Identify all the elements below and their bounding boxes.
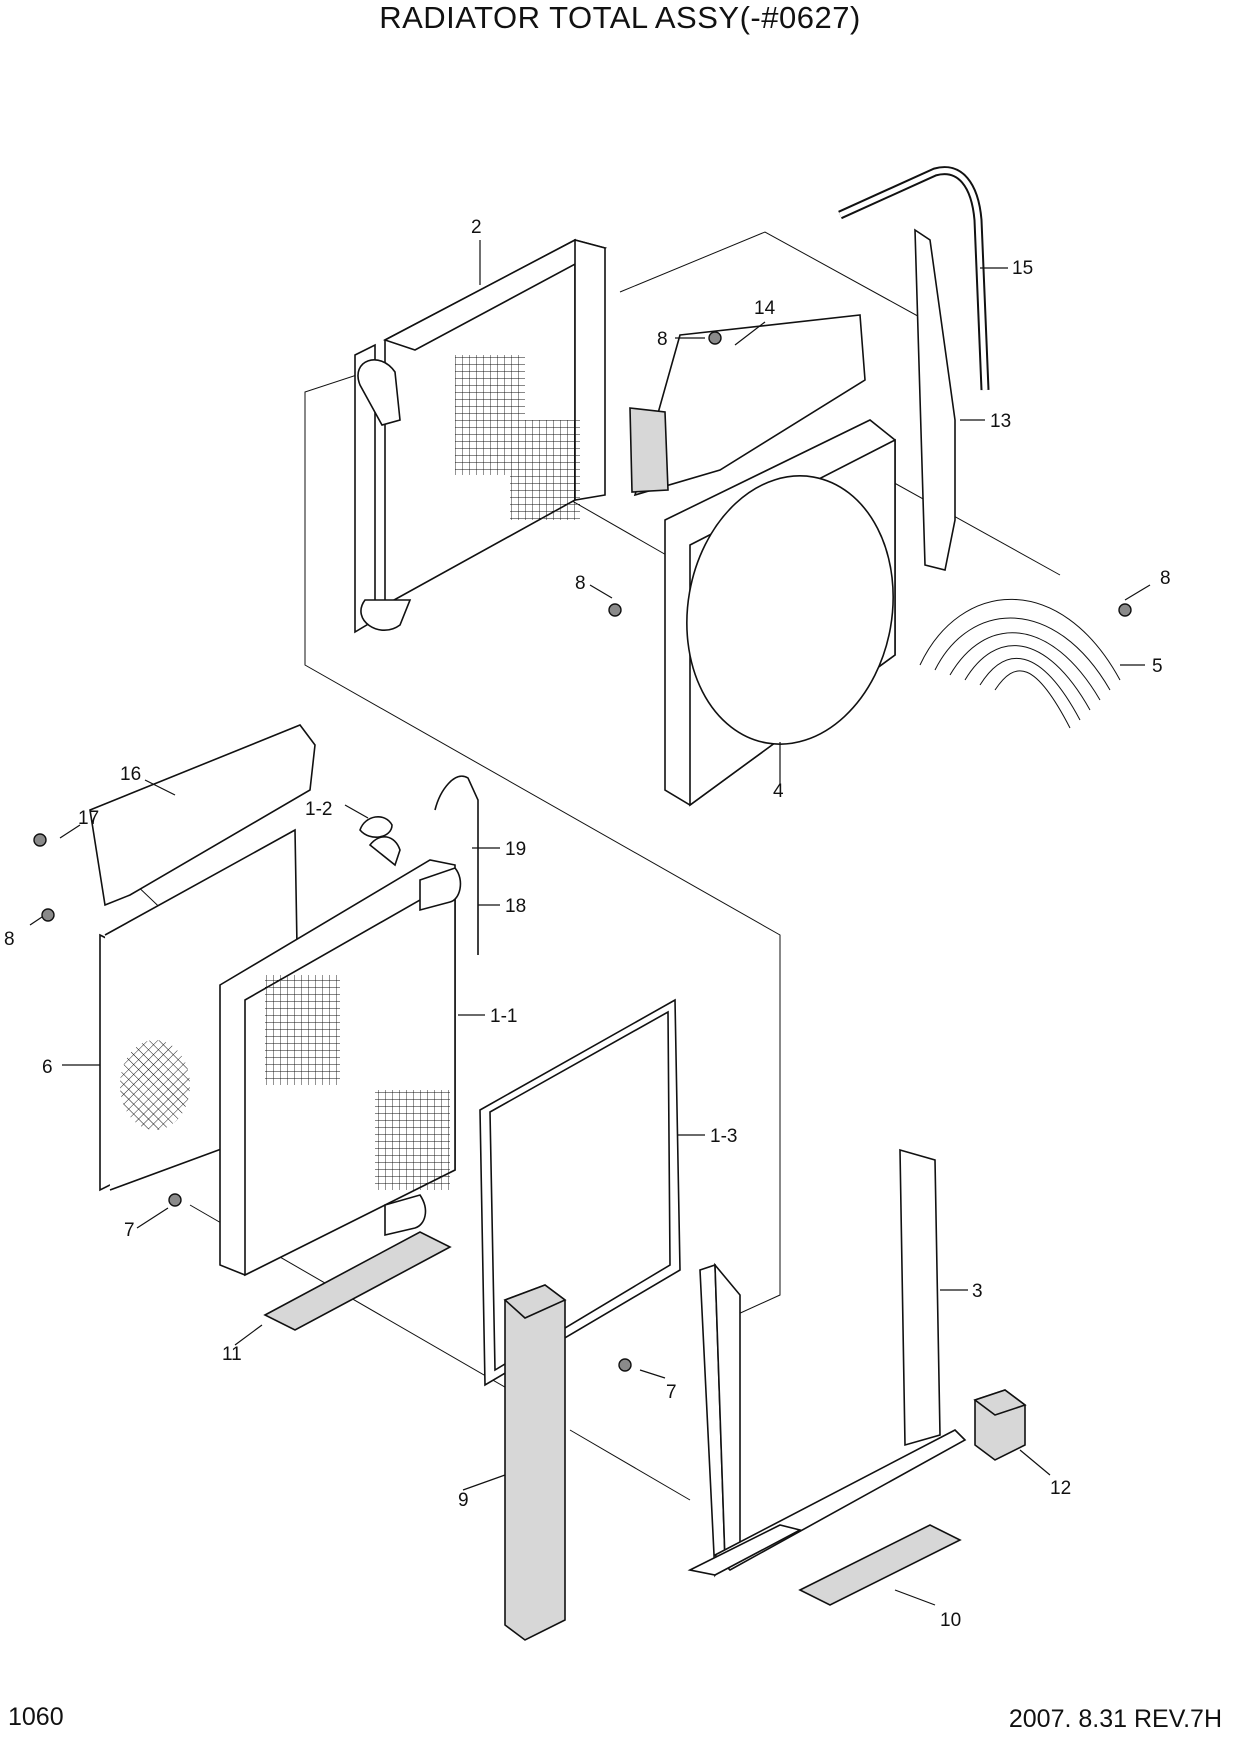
callout-1-3: 1-3 xyxy=(710,1126,737,1147)
callout-labels: 2 15 14 8 13 8 8 5 4 16 17 1-2 19 18 8 1… xyxy=(4,217,1171,1631)
charge-air-cooler xyxy=(354,238,608,634)
seal-frame xyxy=(479,998,681,1387)
callout-1-1: 1-1 xyxy=(490,1006,517,1027)
callout-15: 15 xyxy=(1012,258,1033,279)
pad-lower-right xyxy=(798,1524,962,1606)
callout-5: 5 xyxy=(1152,656,1163,677)
callout-7: 7 xyxy=(666,1382,677,1403)
callout-14: 14 xyxy=(754,298,776,319)
fan-shroud xyxy=(664,419,896,807)
callout-8: 8 xyxy=(575,573,586,594)
revision-date: 2007. 8.31 REV.7H xyxy=(1008,1705,1222,1733)
callout-8: 8 xyxy=(657,329,668,350)
callout-18: 18 xyxy=(505,896,526,917)
page-number: 1060 xyxy=(8,1703,64,1731)
leader-lines xyxy=(29,240,1151,1606)
callout-9: 9 xyxy=(458,1490,469,1511)
callout-12: 12 xyxy=(1050,1478,1071,1499)
callout-10: 10 xyxy=(940,1610,961,1631)
fan-guard xyxy=(919,598,1121,729)
foam-block xyxy=(503,1284,567,1641)
support-frame xyxy=(687,1148,967,1578)
callout-7: 7 xyxy=(124,1220,135,1241)
callout-1-2: 1-2 xyxy=(305,799,332,820)
baffle-plate xyxy=(629,314,866,497)
pad-lower-left xyxy=(263,1231,452,1331)
callout-2: 2 xyxy=(471,217,482,238)
radiator-cap xyxy=(359,816,393,838)
callout-16: 16 xyxy=(120,764,141,785)
overflow-hose xyxy=(434,775,479,955)
side-plate xyxy=(914,228,956,571)
callout-11: 11 xyxy=(222,1344,242,1365)
callout-8: 8 xyxy=(1160,568,1171,589)
callout-8: 8 xyxy=(4,929,15,950)
callout-19: 19 xyxy=(505,839,526,860)
upper-bracket xyxy=(89,724,316,907)
callout-13: 13 xyxy=(990,411,1011,432)
radiator-core xyxy=(219,836,462,1277)
bolt-icons xyxy=(33,331,1132,1372)
callout-3: 3 xyxy=(972,1281,983,1302)
callout-4: 4 xyxy=(773,781,784,802)
callout-6: 6 xyxy=(42,1057,53,1078)
callout-17: 17 xyxy=(78,808,99,829)
cube-pad xyxy=(973,1389,1027,1461)
page-title: RADIATOR TOTAL ASSY(-#0627) xyxy=(379,0,861,35)
